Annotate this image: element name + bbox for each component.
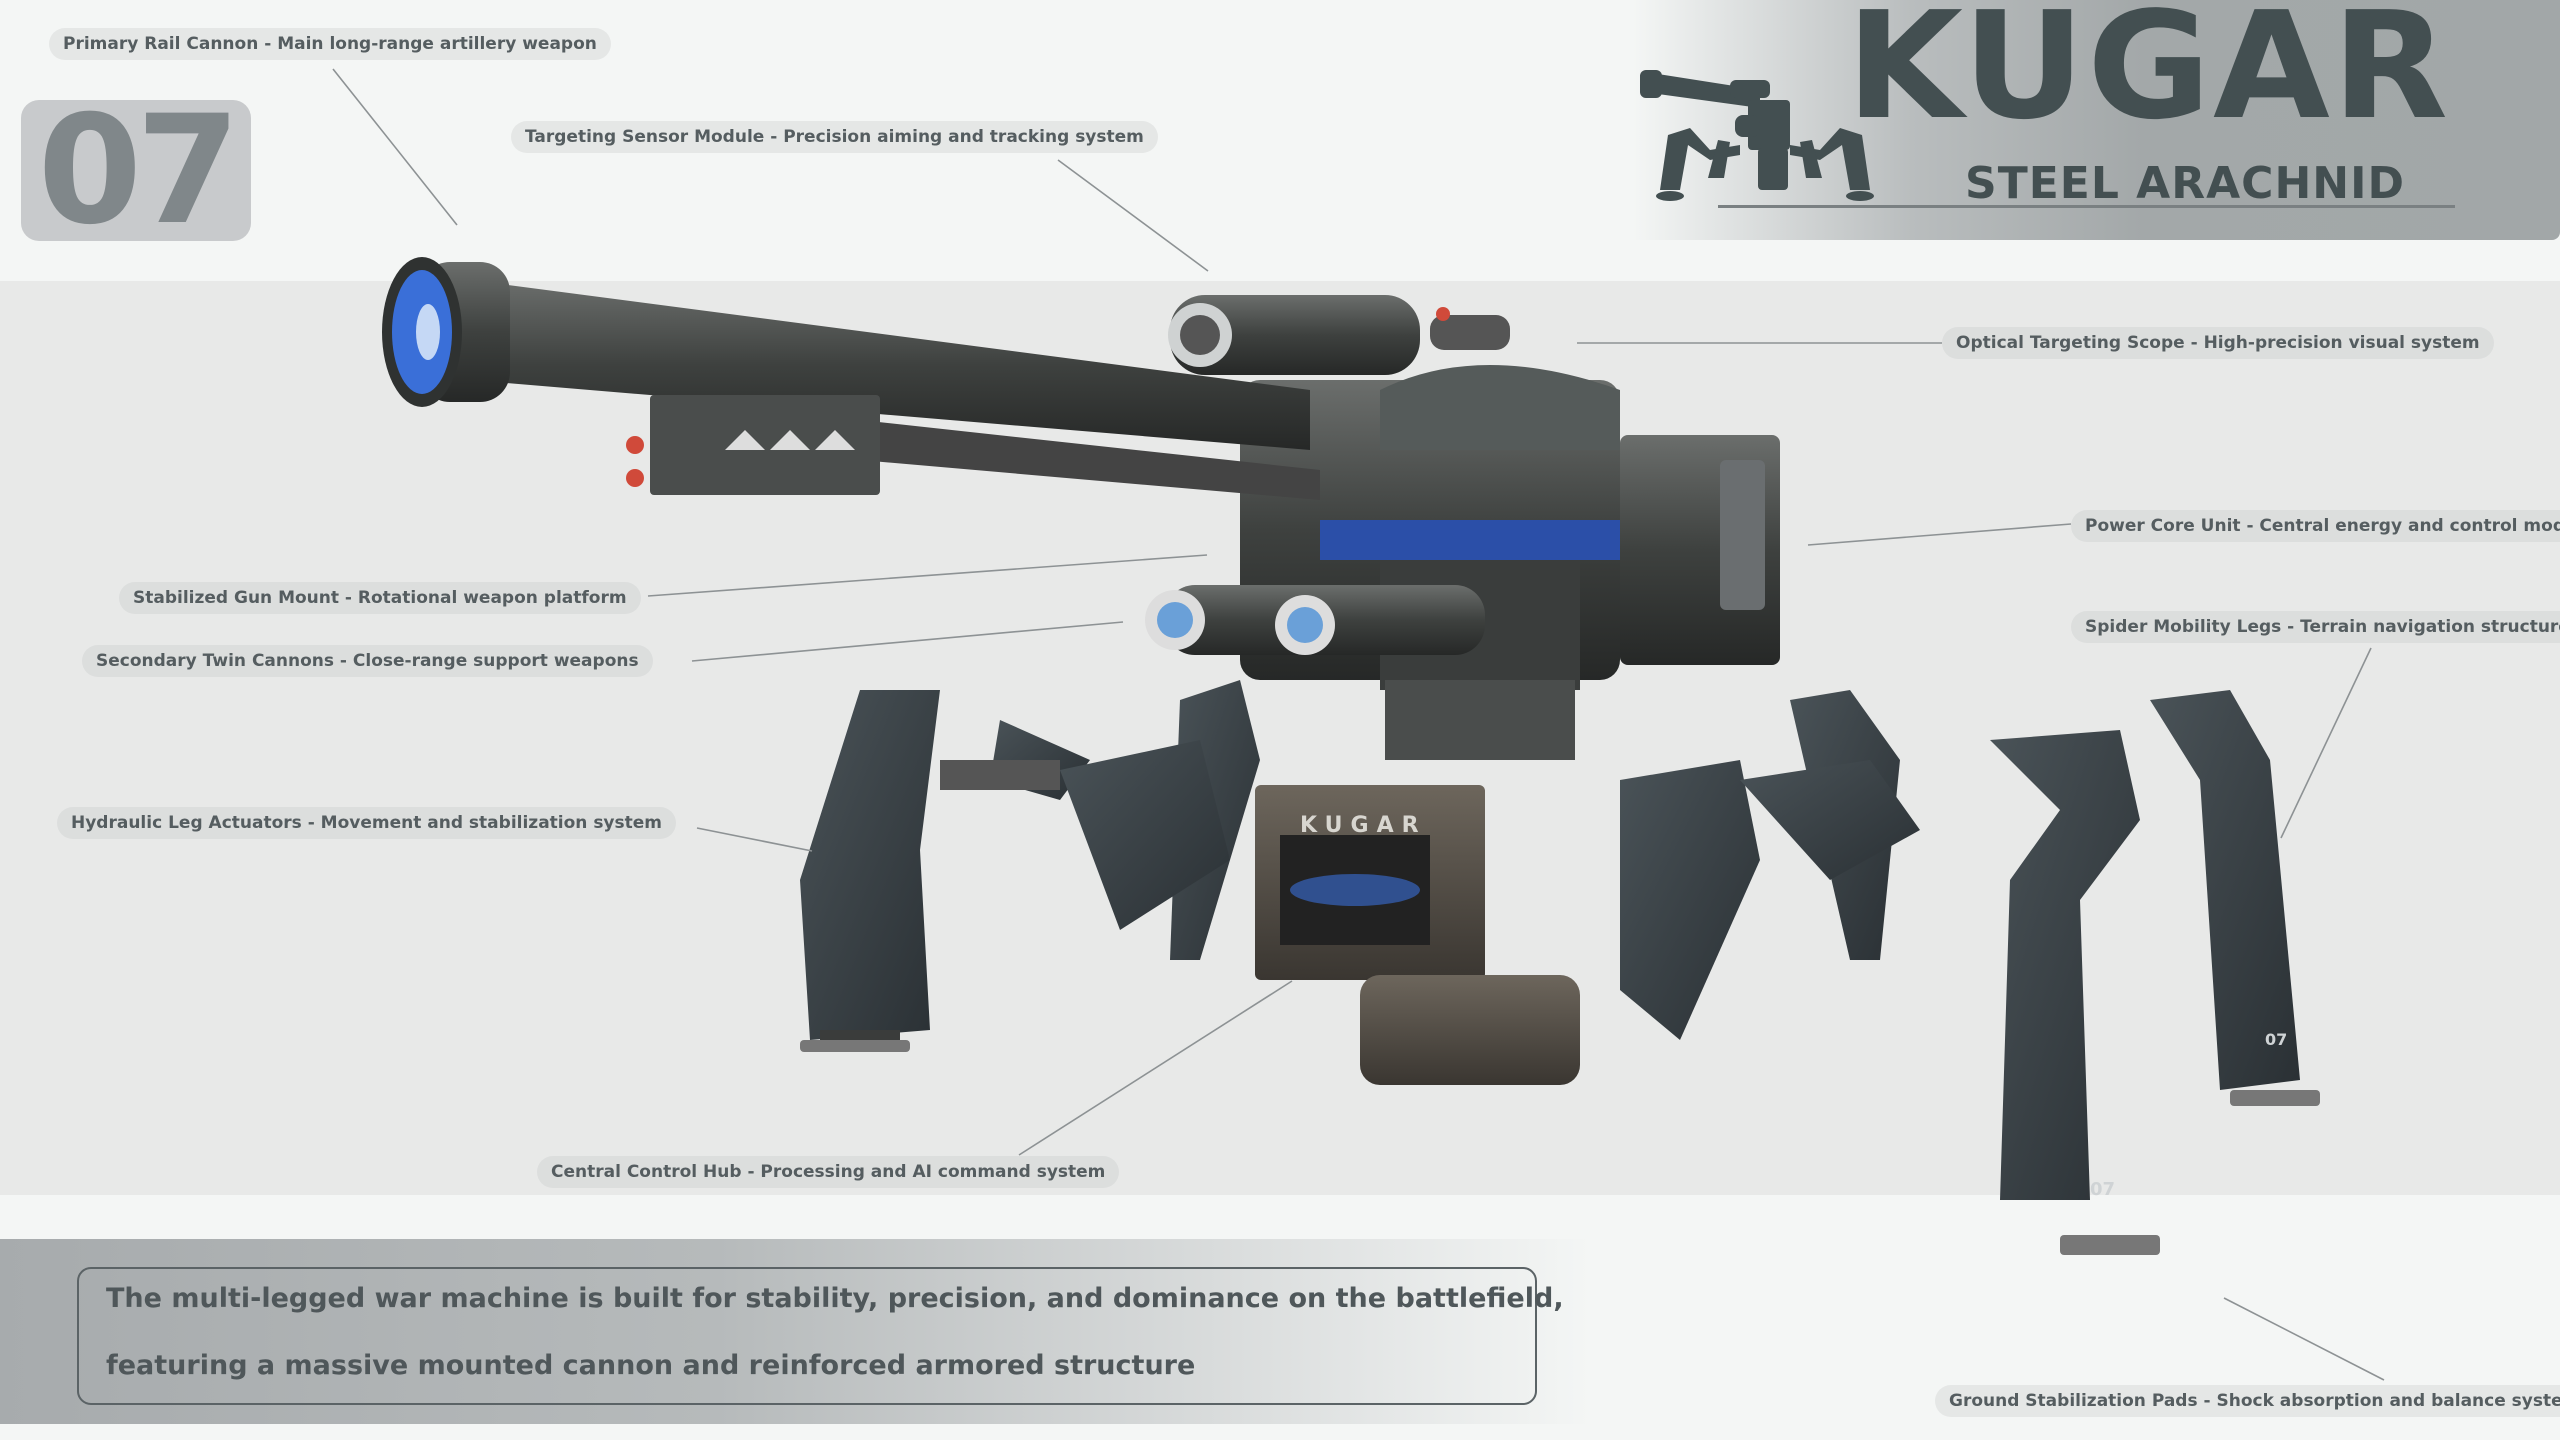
- callout-hydraulic-leg-actuators: Hydraulic Leg Actuators - Movement and s…: [57, 807, 677, 839]
- leg-number-marking-2: 07: [2265, 1030, 2287, 1049]
- twin-cannons: [1145, 585, 1485, 655]
- leg-front-left: [800, 690, 1230, 1052]
- callout-central-control-hub: Central Control Hub - Processing and AI …: [537, 1156, 1120, 1188]
- description-line-1: The multi-legged war machine is built fo…: [106, 1283, 1564, 1314]
- brand-title: KUGAR: [1846, 0, 2451, 152]
- number-badge-text: 07: [37, 83, 241, 258]
- brand-subtitle: STEEL ARACHNID: [1965, 158, 2405, 209]
- description-banner: [0, 1239, 1592, 1424]
- callout-power-core-unit: Power Core Unit - Central energy and con…: [2071, 510, 2560, 542]
- callout-secondary-twin-cannons: Secondary Twin Cannons - Close-range sup…: [82, 645, 653, 677]
- callout-ground-stabilization-pads: Ground Stabilization Pads - Shock absorp…: [1935, 1385, 2560, 1417]
- leg-number-marking: 07: [2090, 1179, 2115, 1200]
- turret-body: [1240, 365, 1780, 760]
- callout-spider-mobility-legs: Spider Mobility Legs - Terrain navigatio…: [2071, 611, 2560, 643]
- description-line-2: featuring a massive mounted cannon and r…: [106, 1350, 1196, 1381]
- hub-plate-marking: KUGAR: [1300, 813, 1427, 838]
- robot-silhouette-logo: [1640, 70, 1874, 201]
- callout-optical-targeting-scope: Optical Targeting Scope - High-precision…: [1942, 327, 2494, 359]
- callout-stabilized-gun-mount: Stabilized Gun Mount - Rotational weapon…: [119, 582, 641, 614]
- rail-cannon: [382, 257, 1510, 500]
- brand-underline: [1718, 205, 2455, 208]
- leg-front-right: 07 07: [1620, 690, 2320, 1255]
- description-bracket-frame: [77, 1267, 1537, 1405]
- callout-targeting-sensor-module: Targeting Sensor Module - Precision aimi…: [511, 121, 1158, 153]
- central-control-hub: KUGAR: [1255, 785, 1580, 1085]
- number-badge: 07: [21, 96, 251, 246]
- callout-primary-rail-cannon: Primary Rail Cannon - Main long-range ar…: [49, 28, 611, 60]
